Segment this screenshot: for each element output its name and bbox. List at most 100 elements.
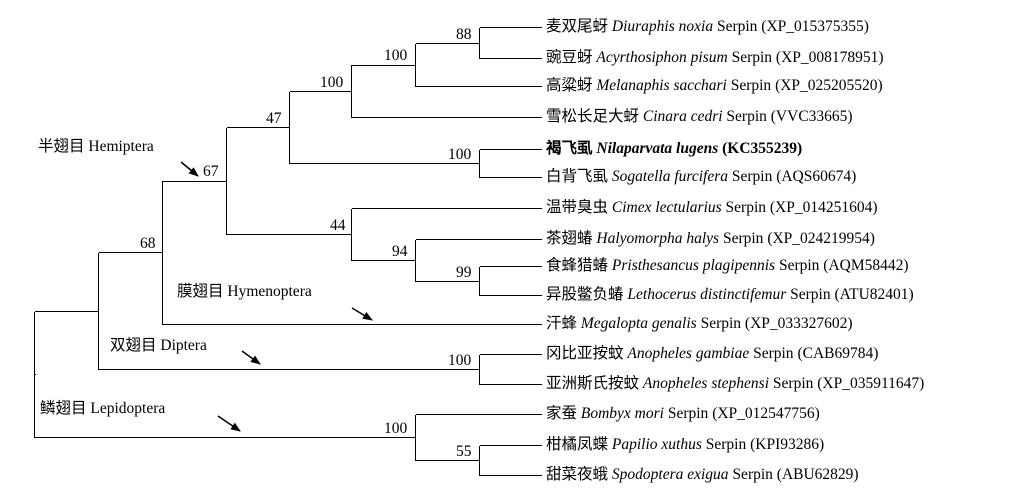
taxon-accession: (XP_014251604) [769,199,878,216]
branch-horizontal [227,127,290,129]
support-value: 67 [203,163,219,181]
support-value: 55 [456,443,472,460]
support-value: 68 [140,235,156,253]
taxon-accession: (KPI93286) [750,436,825,453]
taxon-species-name: Anopheles gambiae [627,345,750,362]
branch-horizontal [480,149,542,151]
taxon-gene: Serpin [725,199,767,216]
order-label: 双翅目 Diptera [110,337,207,354]
branch-horizontal [99,252,163,254]
taxon-accession: (XP_012547756) [712,405,820,422]
branch-horizontal [416,460,480,462]
arrow-icon [351,307,373,321]
branch-horizontal [352,208,542,210]
branch-horizontal [35,310,99,312]
taxon-accession: (XP_024219954) [767,230,875,247]
branch-vertical [34,311,36,438]
taxon-gene: Serpin [790,286,831,303]
arrow-icon [241,350,261,365]
taxon-gene: Serpin [753,345,794,362]
taxon-species-name: Spodoptera exigua [611,466,729,483]
taxon-accession: (VVC33665) [770,108,853,125]
taxon-chinese-name: 汗蜂 [546,315,578,332]
taxon-label: 异股鳖负蝽 Lethocerus distinctifemur Serpin (… [546,286,914,304]
taxon-accession: (CAB69784) [797,345,879,362]
taxon-species-name: Anopheles stephensi [642,375,770,392]
taxon-chinese-name: 高粱蚜 [546,77,593,94]
taxon-gene: Serpin [726,108,767,125]
taxon-label: 温带臭虫 Cimex lectularius Serpin (XP_014251… [546,199,878,217]
branch-horizontal [352,260,416,261]
taxon-label: 亚洲斯氏按蚊 Anopheles stephensi Serpin (XP_03… [546,375,924,393]
taxon-label: 白背飞虱 Sogatella furcifera Serpin (AQS6067… [546,168,856,186]
support-value: 88 [456,25,472,43]
support-value: 100 [384,47,408,65]
taxon-accession: (XP_035911647) [817,375,925,392]
order-label: 膜翅目 Hymenoptera [177,283,312,300]
taxon-gene: Serpin [730,77,772,94]
taxon-species-name: Lethocerus distinctifemur [627,286,787,303]
taxon-label: 甜菜夜蛾 Spodoptera exigua Serpin (ABU62829) [546,466,859,484]
support-value: 100 [320,73,344,91]
taxon-chinese-name: 亚洲斯氏按蚊 [546,375,640,392]
branch-horizontal [99,369,480,371]
taxon-label: 茶翅蝽 Halyomorpha halys Serpin (XP_0242199… [546,230,875,248]
taxon-accession: (XP_008178951) [775,49,884,66]
support-value: 100 [448,146,472,163]
support-value: 99 [456,263,472,281]
taxon-gene: Serpin [778,257,820,274]
branch-horizontal [480,384,542,386]
taxon-chinese-name: 食蜂猎蝽 [546,257,609,274]
taxon-label: 冈比亚按蚊 Anopheles gambiae Serpin (CAB69784… [546,345,878,363]
taxon-accession: (XP_025205520) [775,77,883,94]
branch-horizontal [480,177,542,179]
taxon-gene: Serpin [731,168,773,185]
taxon-gene: Serpin [700,315,742,332]
taxon-species-name: Melanaphis sacchari [596,77,727,94]
branch-horizontal [352,64,416,66]
taxon-species-name: Pristhesancus plagipennis [611,257,776,274]
branch-horizontal [480,445,542,447]
support-value: 47 [266,109,282,127]
branch-horizontal [416,239,542,241]
taxon-label: 麦双尾蚜 Diuraphis noxia Serpin (XP_01537535… [546,18,869,36]
branch-horizontal [416,414,542,416]
taxon-label: 家蚕 Bombyx mori Serpin (XP_012547756) [546,405,820,423]
taxon-chinese-name: 柑橘凤蝶 [546,436,609,453]
branch-horizontal [227,234,352,236]
taxon-species-name: Bombyx mori [580,405,664,422]
taxon-label: 汗蜂 Megalopta genalis Serpin (XP_03332760… [546,315,853,333]
taxon-species-name: Papilio xuthus [611,436,702,453]
support-value: 100 [384,420,408,437]
taxon-chinese-name: 雪松长足大蚜 [546,108,640,125]
taxon-label: 褐飞虱 Nilaparvata lugens (KC355239) [546,140,802,158]
taxon-chinese-name: 冈比亚按蚊 [546,345,624,362]
taxon-chinese-name: 豌豆蚜 [546,49,593,66]
branch-horizontal [416,42,480,44]
taxon-species-name: Diuraphis noxia [611,18,714,35]
taxon-accession: (AQM58442) [823,257,909,274]
taxon-label: 豌豆蚜 Acyrthosiphon pisum Serpin (XP_00817… [546,49,884,67]
root-stem [35,374,36,376]
taxon-accession: (AQS60674) [776,168,857,185]
branch-horizontal [163,324,542,326]
taxon-species-name: Sogatella furcifera [611,168,728,185]
branch-horizontal [163,180,227,182]
taxon-chinese-name: 茶翅蝽 [546,230,593,247]
taxon-gene: Serpin [731,49,773,66]
taxon-gene: Serpin [705,436,747,453]
taxon-label: 雪松长足大蚜 Cinara cedri Serpin (VVC33665) [546,108,853,126]
branch-horizontal [290,163,480,165]
branch-horizontal [352,117,542,119]
branch-horizontal [480,58,542,60]
branch-horizontal [480,295,542,297]
taxon-chinese-name: 白背飞虱 [546,168,609,185]
taxon-species-name: Cinara cedri [642,108,723,125]
taxon-accession: (ABU62829) [776,466,859,483]
branch-horizontal [480,354,542,356]
taxon-accession: (ATU82401) [834,286,914,303]
taxon-label: 食蜂猎蝽 Pristhesancus plagipennis Serpin (A… [546,257,909,275]
support-value: 44 [330,216,346,234]
branch-horizontal [416,280,480,282]
support-value: 100 [448,352,472,369]
